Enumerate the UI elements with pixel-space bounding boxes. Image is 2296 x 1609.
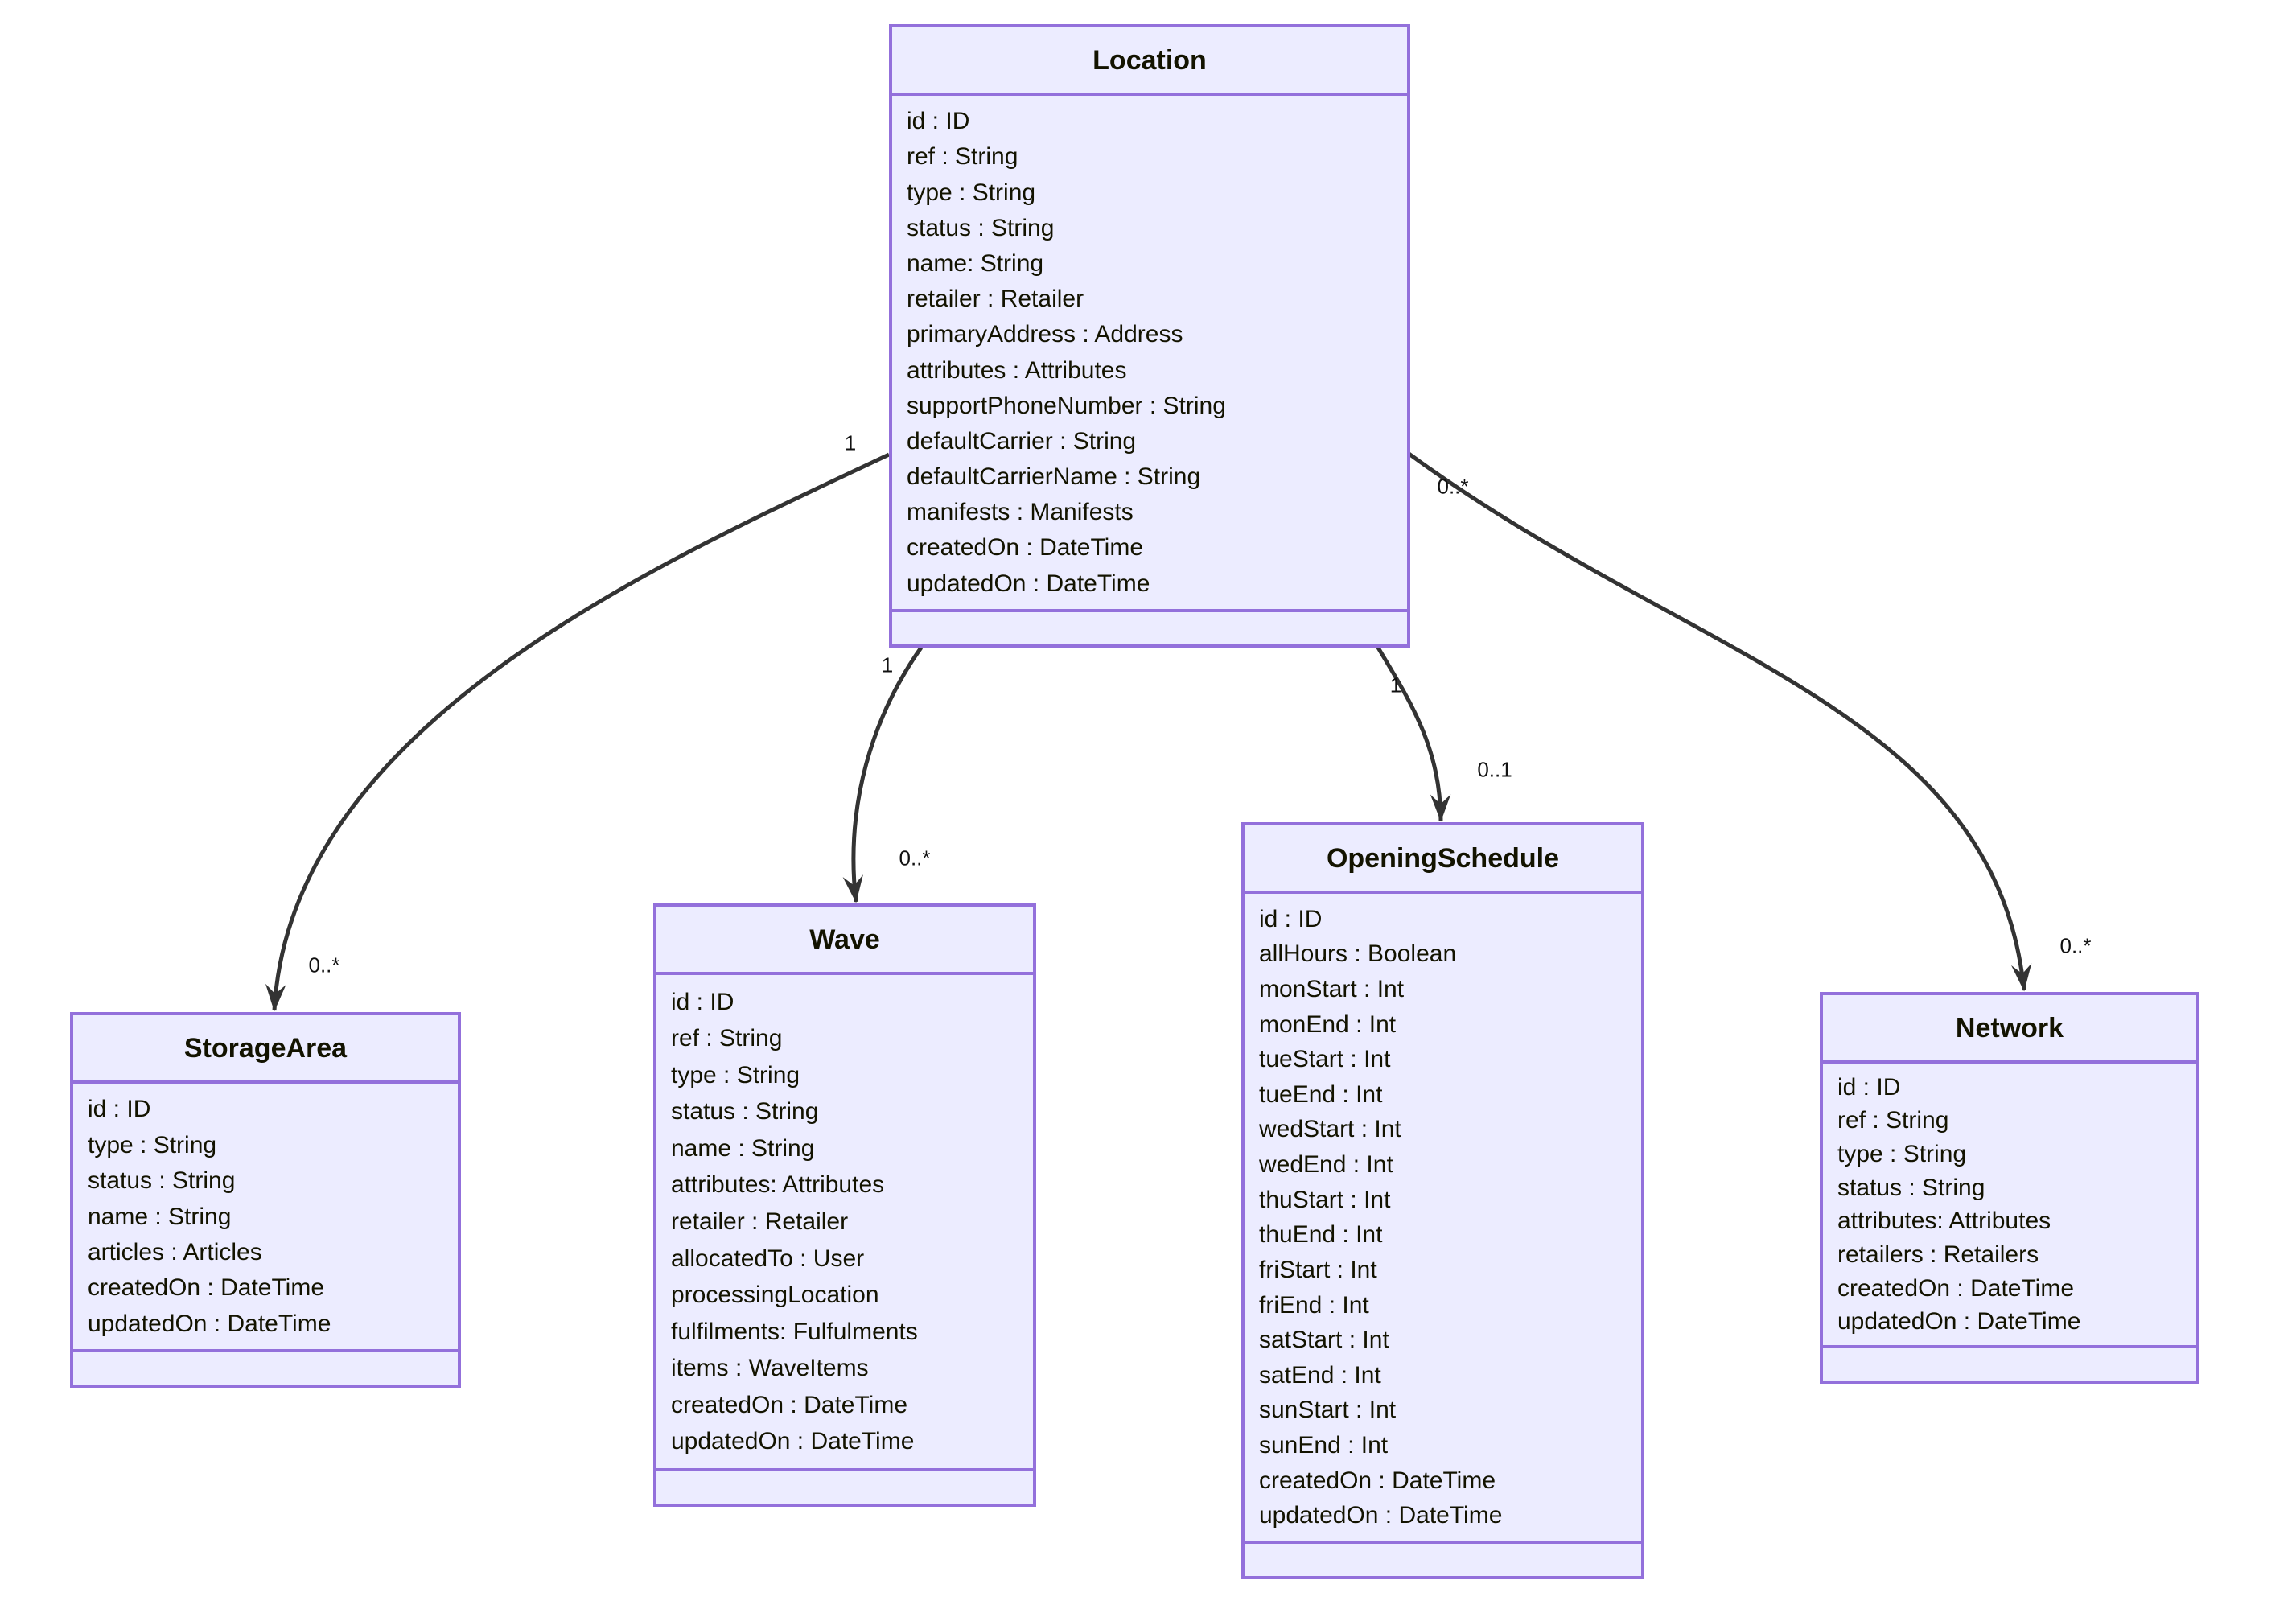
class-attribute: retailers : Retailers bbox=[1837, 1241, 2039, 1268]
class-attribute: name: String bbox=[907, 249, 1044, 277]
multiplicity-source-label: 1 bbox=[881, 652, 894, 677]
class-title: Wave bbox=[656, 907, 1033, 975]
class-attribute: ref : String bbox=[1837, 1107, 1949, 1134]
class-attribute: satStart : Int bbox=[1259, 1327, 1389, 1354]
class-attribute: friEnd : Int bbox=[1259, 1291, 1369, 1319]
association-location-storagearea bbox=[265, 452, 891, 1012]
class-attribute: id : ID bbox=[88, 1096, 151, 1123]
class-attribute: status : String bbox=[88, 1167, 236, 1195]
class-attribute: monEnd : Int bbox=[1259, 1010, 1397, 1038]
class-attribute: wedEnd : Int bbox=[1259, 1151, 1393, 1178]
class-attribute: updatedOn : DateTime bbox=[907, 570, 1150, 597]
class-attribute: updatedOn : DateTime bbox=[1837, 1308, 2081, 1335]
class-attributes-compartment: id : ID type : String status : String name … bbox=[73, 1084, 458, 1349]
class-attribute: defaultCarrier : String bbox=[907, 427, 1137, 455]
class-attribute: name : String bbox=[88, 1203, 232, 1230]
class-attribute: tueEnd : Int bbox=[1259, 1080, 1383, 1108]
class-attribute: items : WaveItems bbox=[671, 1355, 869, 1382]
class-attribute: friStart : Int bbox=[1259, 1256, 1377, 1283]
class-attribute: createdOn : DateTime bbox=[671, 1391, 908, 1418]
multiplicity-target-label: 0..* bbox=[2059, 933, 2092, 958]
class-box-wave: Wave id : ID ref : String type : String stat… bbox=[653, 903, 1036, 1507]
class-attribute: primaryAddress : Address bbox=[907, 321, 1183, 348]
class-title: StorageArea bbox=[73, 1015, 458, 1084]
class-attribute: defaultCarrierName : String bbox=[907, 463, 1201, 491]
class-attribute: retailer : Retailer bbox=[907, 286, 1084, 313]
class-attribute: type : String bbox=[907, 179, 1036, 206]
multiplicity-source-label: 1 bbox=[844, 430, 857, 455]
class-attribute: type : String bbox=[671, 1061, 800, 1088]
class-methods-compartment-empty bbox=[1245, 1541, 1641, 1576]
class-title: Network bbox=[1823, 995, 2196, 1064]
class-box-openingschedule: OpeningSchedule id : ID allHours : Boolean… bbox=[1241, 822, 1644, 1579]
class-attribute: sunStart : Int bbox=[1259, 1397, 1397, 1424]
multiplicity-target-label: 0..* bbox=[899, 846, 931, 870]
class-attribute: type : String bbox=[1837, 1140, 1967, 1167]
class-attribute: wedStart : Int bbox=[1259, 1116, 1401, 1143]
class-methods-compartment-empty bbox=[73, 1349, 458, 1385]
class-attribute: attributes : Attributes bbox=[907, 356, 1127, 384]
class-attribute: retailer : Retailer bbox=[671, 1208, 849, 1235]
class-attribute: manifests : Manifests bbox=[907, 499, 1134, 526]
class-title: OpeningSchedule bbox=[1245, 825, 1641, 894]
multiplicity-source-label: 1 bbox=[1389, 673, 1402, 698]
class-attribute: sunEnd : Int bbox=[1259, 1432, 1389, 1459]
class-box-storagearea: StorageArea id : ID type : String status : … bbox=[70, 1012, 461, 1388]
class-attribute: createdOn : DateTime bbox=[88, 1274, 325, 1302]
class-attribute: type : String bbox=[88, 1131, 217, 1158]
class-attribute: monStart : Int bbox=[1259, 975, 1405, 1002]
multiplicity-target-label: 0..1 bbox=[1477, 757, 1512, 782]
class-attribute: thuStart : Int bbox=[1259, 1186, 1391, 1213]
class-methods-compartment-empty bbox=[656, 1468, 1033, 1504]
class-attributes-compartment: id : ID ref : String type : String status :… bbox=[1823, 1064, 2196, 1345]
class-methods-compartment-empty bbox=[892, 609, 1407, 644]
class-attribute: satEnd : Int bbox=[1259, 1361, 1381, 1389]
multiplicity-source-label: 0..* bbox=[1437, 474, 1469, 499]
class-attribute: ref : String bbox=[907, 143, 1018, 171]
class-attribute: articles : Articles bbox=[88, 1238, 262, 1265]
class-attribute: allocatedTo : User bbox=[671, 1245, 865, 1272]
class-attribute: name : String bbox=[671, 1134, 815, 1162]
class-attributes-compartment: id : ID allHours : Boolean monStart : Int m… bbox=[1245, 894, 1641, 1541]
class-attribute: processingLocation bbox=[671, 1282, 879, 1309]
class-attribute: updatedOn : DateTime bbox=[1259, 1502, 1503, 1529]
class-attribute: fulfilments: Fulfulments bbox=[671, 1318, 918, 1345]
class-attribute: supportPhoneNumber : String bbox=[907, 392, 1226, 419]
class-attribute: allHours : Boolean bbox=[1259, 940, 1457, 968]
class-attribute: attributes: Attributes bbox=[671, 1171, 885, 1199]
class-attribute: createdOn : DateTime bbox=[907, 534, 1144, 562]
association-location-network bbox=[1406, 451, 2032, 992]
class-attribute: createdOn : DateTime bbox=[1259, 1467, 1496, 1494]
class-attribute: id : ID bbox=[1259, 905, 1323, 932]
association-location-wave bbox=[842, 646, 924, 903]
multiplicity-target-label: 0..* bbox=[308, 953, 340, 977]
class-attribute: createdOn : DateTime bbox=[1837, 1274, 2075, 1302]
class-attribute: tueStart : Int bbox=[1259, 1046, 1391, 1073]
class-box-network: Network id : ID ref : String type : String s… bbox=[1820, 992, 2199, 1384]
class-attribute: updatedOn : DateTime bbox=[671, 1428, 915, 1455]
class-methods-compartment-empty bbox=[1823, 1345, 2196, 1381]
association-location-openingschedule bbox=[1376, 646, 1451, 822]
class-attributes-compartment: id : ID ref : String type : String status :… bbox=[892, 96, 1407, 609]
class-title: Location bbox=[892, 27, 1407, 96]
class-attribute: updatedOn : DateTime bbox=[88, 1310, 331, 1337]
class-attribute: status : String bbox=[907, 214, 1055, 241]
class-attributes-compartment: id : ID ref : String type : String status :… bbox=[656, 975, 1033, 1468]
class-attribute: id : ID bbox=[1837, 1073, 1901, 1101]
class-attribute: status : String bbox=[671, 1098, 819, 1125]
class-attribute: thuEnd : Int bbox=[1259, 1221, 1383, 1249]
class-box-location: Location id : ID ref : String type : String… bbox=[889, 24, 1410, 648]
class-attribute: status : String bbox=[1837, 1174, 1985, 1201]
class-attribute: ref : String bbox=[671, 1025, 783, 1052]
class-attribute: id : ID bbox=[907, 108, 970, 135]
class-attribute: attributes: Attributes bbox=[1837, 1208, 2051, 1235]
class-attribute: id : ID bbox=[671, 988, 734, 1015]
